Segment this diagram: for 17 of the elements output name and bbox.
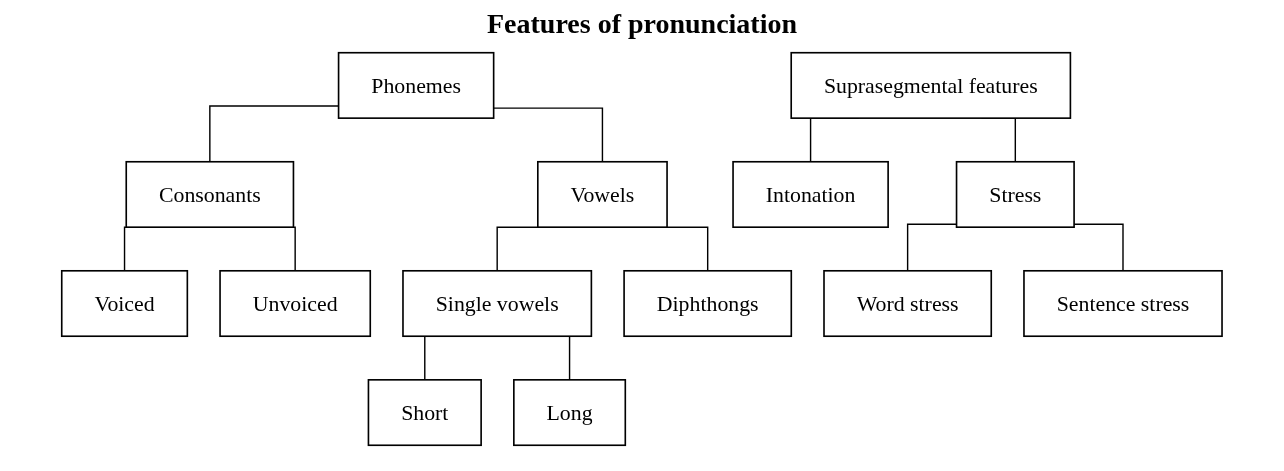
node-box: Long [513,379,627,447]
connector [665,226,709,272]
node-box: Stress [955,160,1075,228]
node-box: Unvoiced [219,270,372,338]
connector [493,107,604,163]
diagram-title: Features of pronunciation [485,8,799,40]
node-box: Short [367,379,483,447]
node-box: Word stress [823,270,993,338]
node-box: Phonemes [337,51,495,119]
node-box: Consonants [125,160,295,228]
node-box: Single vowels [402,270,593,338]
node-box: Vowels [537,160,668,228]
node-box: Suprasegmental features [790,51,1072,119]
node-box: Intonation [732,160,890,228]
node-box: Diphthongs [623,270,793,338]
node-box: Sentence stress [1023,270,1223,338]
node-box: Voiced [61,270,189,338]
